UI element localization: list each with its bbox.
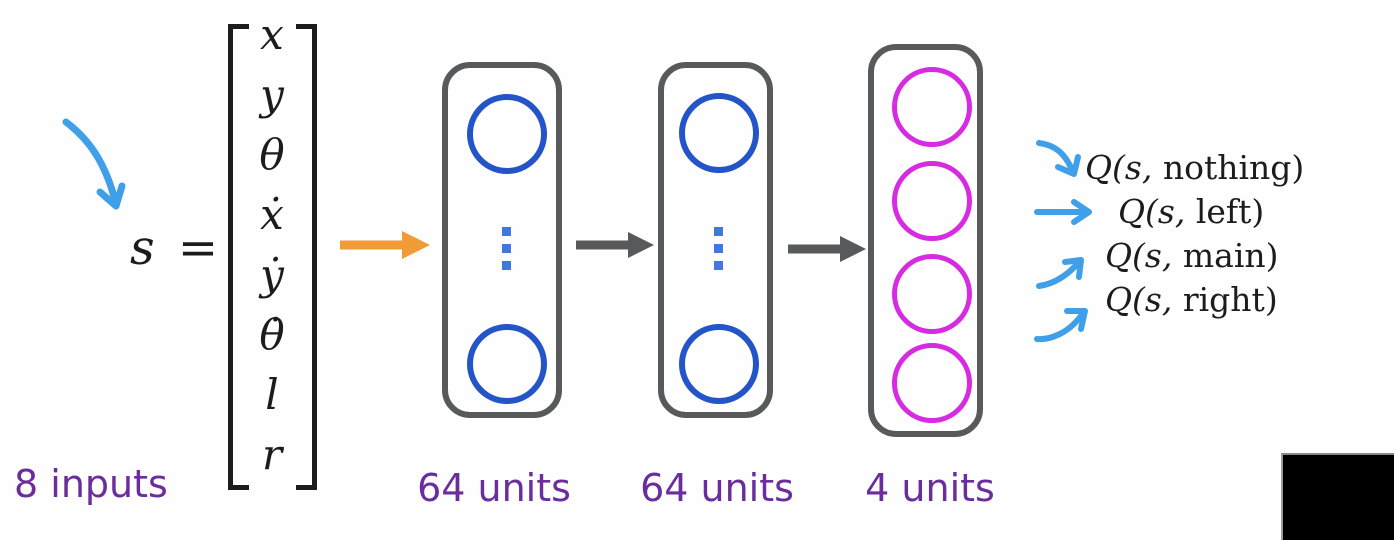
- unit-node: [892, 343, 972, 423]
- vector-entry-x: x: [260, 10, 284, 59]
- q-output-label: Q(s, left): [1118, 192, 1265, 231]
- hidden-layer-2: [658, 62, 773, 418]
- q-output-label: Q(s, right): [1105, 280, 1278, 319]
- unit-node: [892, 254, 972, 334]
- ellipsis-dot: [714, 261, 723, 270]
- q-formula: Q(s,: [1118, 192, 1186, 231]
- state-symbol: s =: [130, 220, 223, 276]
- layer-arrow-icon: [576, 232, 654, 258]
- q-arrow-icon: [1034, 199, 1092, 225]
- state-pointer-arrow-icon: [62, 118, 126, 210]
- unit-node: [679, 93, 759, 173]
- q-formula: Q(s,: [1105, 280, 1173, 319]
- layer-caption: 4 units: [865, 466, 995, 510]
- vector-entry-theta: θ: [259, 130, 285, 179]
- vector-entry-x-dot: ẋ: [260, 190, 284, 239]
- ellipsis-dot: [714, 244, 723, 253]
- vector-entry-theta-dot: θ̇: [259, 310, 285, 359]
- input-arrow-icon: [340, 231, 430, 259]
- vector-entry-l: l: [265, 370, 279, 419]
- layer-caption: 64 units: [640, 466, 794, 510]
- vector-right-bracket: [296, 24, 317, 490]
- vector-left-bracket: [228, 24, 249, 490]
- state-vector: x y θ ẋ ẏ θ̇ l r: [236, 10, 308, 480]
- ellipsis-dot: [502, 227, 511, 236]
- unit-node: [679, 324, 759, 404]
- q-formula: Q(s,: [1105, 236, 1173, 275]
- hidden-layer-1: [442, 62, 562, 418]
- vector-entry-y: y: [260, 70, 284, 119]
- ellipsis-dot: [502, 244, 511, 253]
- q-arrow-icon: [1036, 140, 1081, 177]
- input-caption: 8 inputs: [14, 462, 168, 506]
- unit-node: [892, 67, 972, 147]
- q-arrow-icon: [1036, 257, 1084, 289]
- layer-caption: 64 units: [417, 466, 571, 510]
- q-output-label: Q(s, nothing): [1085, 148, 1305, 187]
- q-output-label: Q(s, main): [1105, 236, 1279, 275]
- unit-node: [467, 324, 547, 404]
- vector-entry-r: r: [261, 430, 283, 479]
- output-layer: [868, 44, 983, 437]
- ellipsis-dot: [502, 261, 511, 270]
- vector-entry-y-dot: ẏ: [260, 250, 284, 299]
- q-formula: Q(s,: [1085, 148, 1153, 187]
- layer-arrow-icon: [788, 236, 866, 262]
- unit-node: [892, 161, 972, 241]
- ellipsis-dot: [714, 227, 723, 236]
- unit-node: [467, 94, 547, 174]
- video-overlay-rect: [1281, 453, 1394, 540]
- q-arrow-icon: [1034, 308, 1088, 343]
